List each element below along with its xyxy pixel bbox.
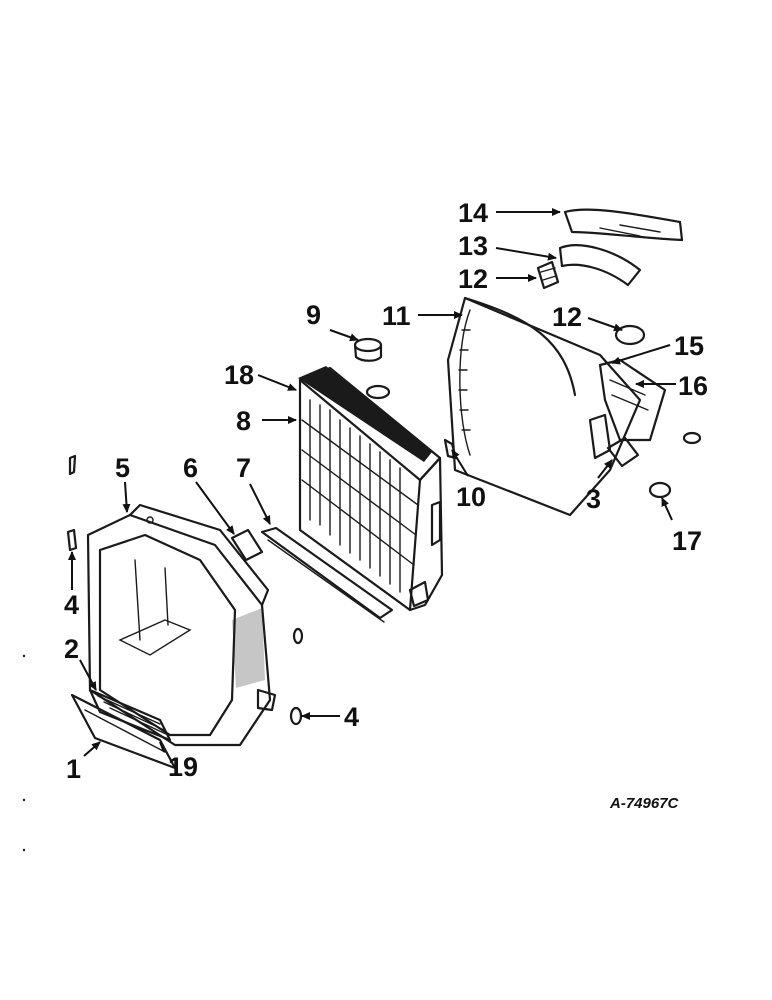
callout-11: 11 — [382, 301, 411, 331]
callout-6: 6 — [183, 453, 198, 483]
lower-hose-assembly — [598, 324, 702, 499]
bottom-pan — [70, 693, 177, 770]
callout-3: 3 — [586, 484, 601, 514]
callout-13: 13 — [458, 231, 488, 261]
callout-4-right: 4 — [344, 702, 359, 732]
callout-9: 9 — [306, 300, 321, 330]
callout-2: 2 — [64, 634, 79, 664]
drawing-code: A-74967C — [609, 795, 680, 812]
callout-15: 15 — [674, 331, 704, 361]
callout-16: 16 — [678, 371, 708, 401]
leader-lines — [68, 208, 676, 757]
callout-12-upper: 12 — [458, 264, 488, 294]
scan-specks — [22, 654, 26, 852]
callout-19: 19 — [168, 752, 198, 782]
grille-screen — [88, 688, 172, 742]
grille-housing — [86, 503, 277, 747]
callout-labels: 14 13 12 11 12 15 16 9 18 8 10 3 17 5 6 … — [64, 198, 708, 812]
callout-10: 10 — [456, 482, 486, 512]
callout-12-lower: 12 — [552, 302, 582, 332]
bracket — [230, 528, 264, 562]
radiator-core — [298, 366, 444, 612]
callout-17: 17 — [672, 526, 702, 556]
callout-18: 18 — [224, 360, 254, 390]
callout-5: 5 — [115, 453, 130, 483]
side-rail — [260, 526, 394, 623]
callout-14: 14 — [458, 198, 488, 228]
upper-hose-assembly — [536, 208, 684, 290]
callout-8: 8 — [236, 406, 251, 436]
callout-4-left: 4 — [64, 590, 79, 620]
callout-7: 7 — [236, 453, 251, 483]
radiator-cap — [353, 337, 383, 362]
callout-1: 1 — [66, 754, 81, 784]
